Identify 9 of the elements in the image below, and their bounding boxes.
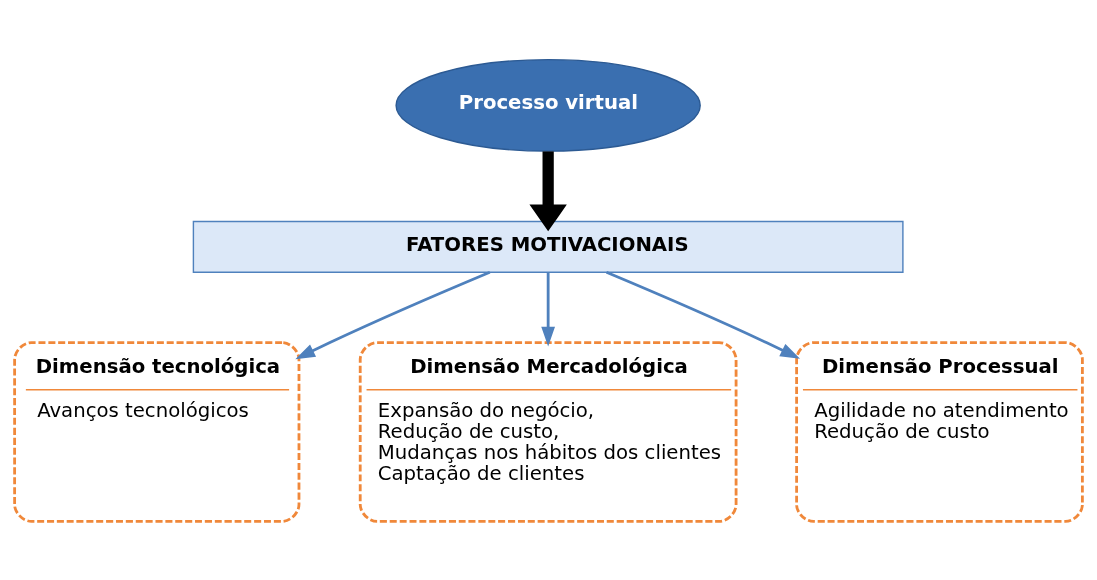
- arrow: [605, 270, 801, 359]
- node-ellipse: Processo virtual: [395, 58, 701, 152]
- node-box: Dimensão Processual Agilidade no atendimento Redução de custo: [795, 340, 1084, 523]
- node-box: Dimensão tecnológica Avanços tecnológicos: [13, 340, 301, 523]
- node-box: Dimensão Mercadológica Expansão do negócio, Redução de custo, Mudanças nos hábitos dos clientes Captação de clientes: [358, 340, 738, 523]
- arrow: [529, 150, 567, 231]
- node-box: FATORES MOTIVACIONAIS: [192, 220, 904, 273]
- arrow: [295, 270, 491, 359]
- arrow: [541, 272, 556, 346]
